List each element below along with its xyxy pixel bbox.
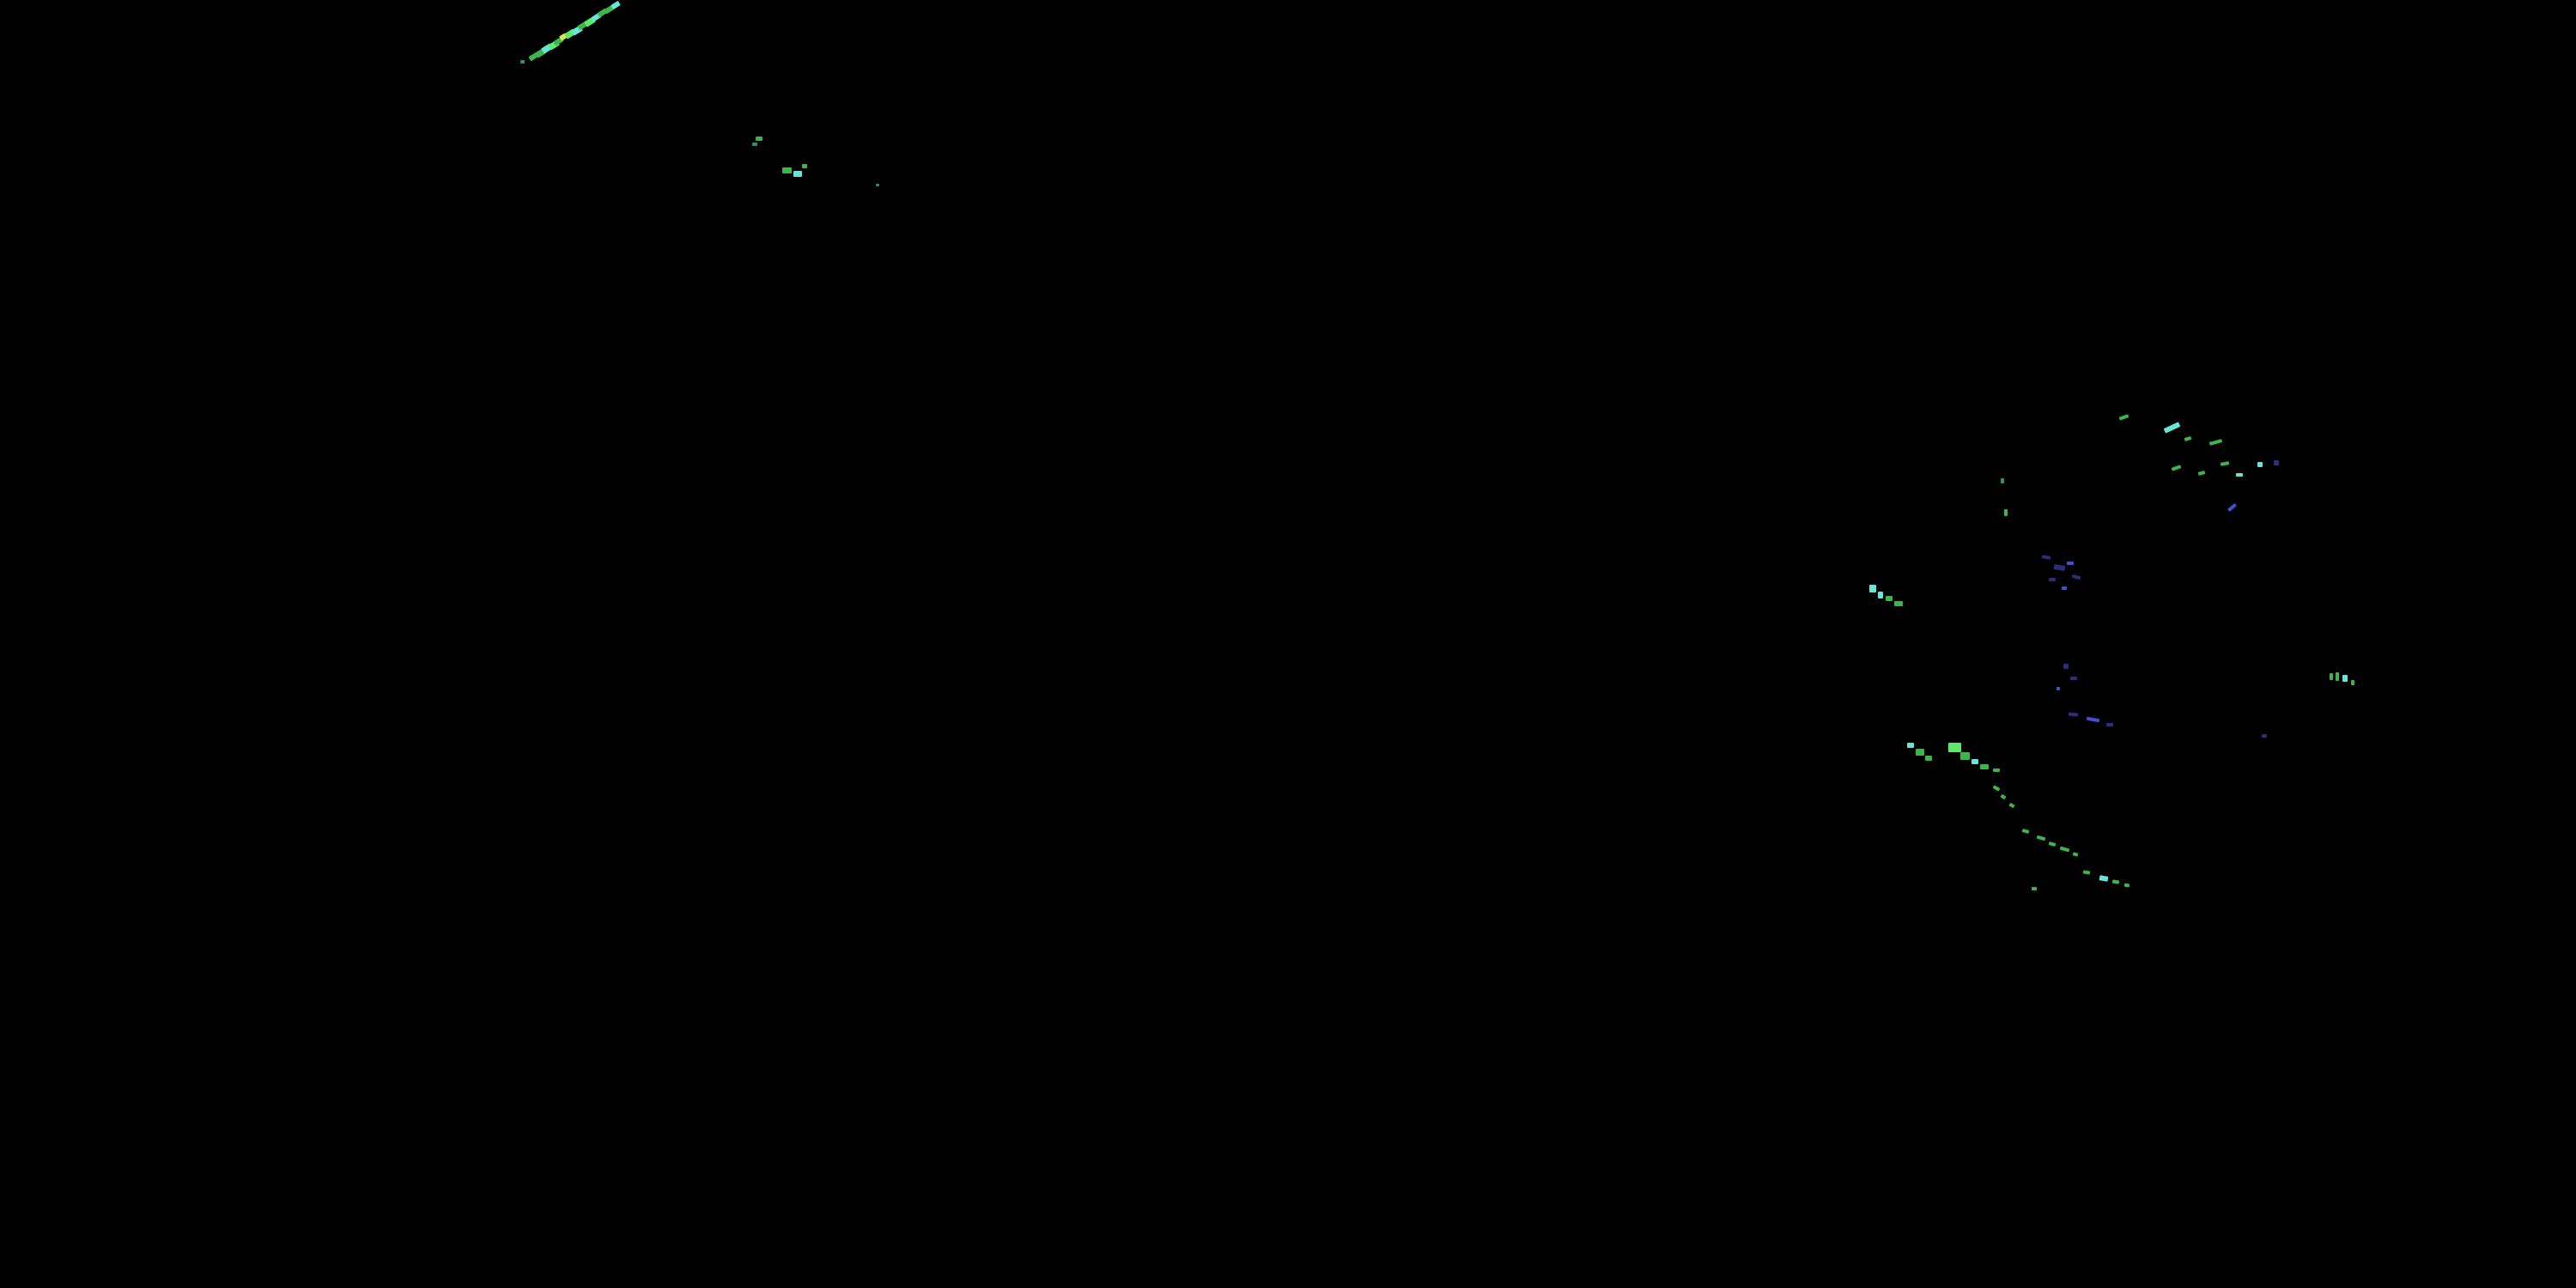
- radar-echo: [2041, 555, 2051, 560]
- radar-echo: [2001, 478, 2004, 483]
- radar-echo: [2048, 841, 2057, 847]
- radar-echo: [1925, 756, 1932, 761]
- radar-echo: [2071, 574, 2081, 580]
- radar-echo: [2099, 875, 2109, 882]
- radar-echo: [782, 167, 792, 173]
- radar-echo: [528, 52, 539, 62]
- radar-echo: [1993, 769, 2000, 772]
- radar-echo: [2057, 687, 2060, 690]
- radar-echo: [2008, 802, 2015, 809]
- radar-echo: [756, 137, 762, 141]
- radar-echo: [553, 36, 564, 46]
- radar-echo: [2053, 563, 2066, 572]
- radar-echo: [2351, 680, 2354, 685]
- radar-echo: [1948, 743, 1961, 752]
- radar-echo: [2123, 883, 2130, 888]
- radar-echo: [2004, 509, 2008, 516]
- radar-echo: [604, 4, 615, 15]
- radar-echo: [611, 0, 621, 10]
- radar-echo: [2163, 422, 2181, 434]
- radar-echo: [2067, 562, 2074, 565]
- radar-echo: [1980, 764, 1989, 769]
- radar-echo: [752, 143, 757, 146]
- radar-echo: [1960, 752, 1970, 760]
- radar-echo: [2227, 502, 2237, 513]
- radar-echo: [2118, 414, 2129, 421]
- radar-echo: [571, 25, 583, 36]
- radar-echo: [1907, 743, 1914, 748]
- radar-echo: [559, 33, 568, 41]
- radar-echo: [1886, 596, 1893, 601]
- radar-echo: [793, 171, 802, 177]
- radar-echo: [2208, 439, 2223, 446]
- radar-echo: [2036, 835, 2046, 841]
- radar-echo: [2032, 887, 2037, 890]
- radar-echo: [876, 184, 879, 186]
- radar-echo: [2106, 723, 2113, 726]
- radar-echo: [2111, 879, 2120, 884]
- radar-echo: [548, 39, 560, 51]
- radar-echo: [2072, 852, 2079, 857]
- radar-echo: [2236, 473, 2243, 477]
- radar-echo: [1916, 749, 1924, 756]
- radar-echo: [535, 47, 547, 58]
- radar-echo: [2063, 664, 2069, 669]
- radar-echo: [2257, 462, 2263, 467]
- radar-echo: [2086, 716, 2100, 723]
- radar-echo: [1971, 759, 1978, 764]
- radar-echo: [1878, 592, 1883, 598]
- radar-echo: [802, 164, 807, 168]
- radar-echo: [2197, 471, 2206, 476]
- radar-echo: [2342, 675, 2348, 682]
- radar-echo: [584, 16, 596, 27]
- radar-echo: [597, 8, 608, 18]
- radar-echo: [520, 60, 525, 64]
- radar-echo: [2336, 672, 2339, 681]
- radar-echo: [2070, 677, 2077, 680]
- radar-echo: [2000, 793, 2007, 800]
- radar-echo: [2220, 461, 2230, 466]
- radar-echo: [591, 12, 602, 22]
- radar-echo: [1992, 785, 2001, 792]
- radar-echo: [1869, 585, 1876, 592]
- radar-echo: [2184, 436, 2192, 441]
- radar-echo: [2068, 712, 2079, 717]
- radar-echo: [2274, 460, 2279, 465]
- radar-echo: [541, 43, 553, 54]
- radar-echo: [564, 28, 576, 39]
- radar-echo: [1894, 601, 1903, 606]
- radar-echo: [2262, 734, 2267, 738]
- radar-echo: [2059, 846, 2070, 853]
- radar-echo: [2330, 673, 2333, 680]
- radar-echo: [2082, 870, 2091, 875]
- radar-echo: [2171, 465, 2182, 471]
- radar-echo: [2062, 586, 2067, 590]
- radar-echo: [577, 21, 588, 31]
- radar-echo: [2049, 578, 2056, 581]
- radar-echo: [2021, 829, 2030, 834]
